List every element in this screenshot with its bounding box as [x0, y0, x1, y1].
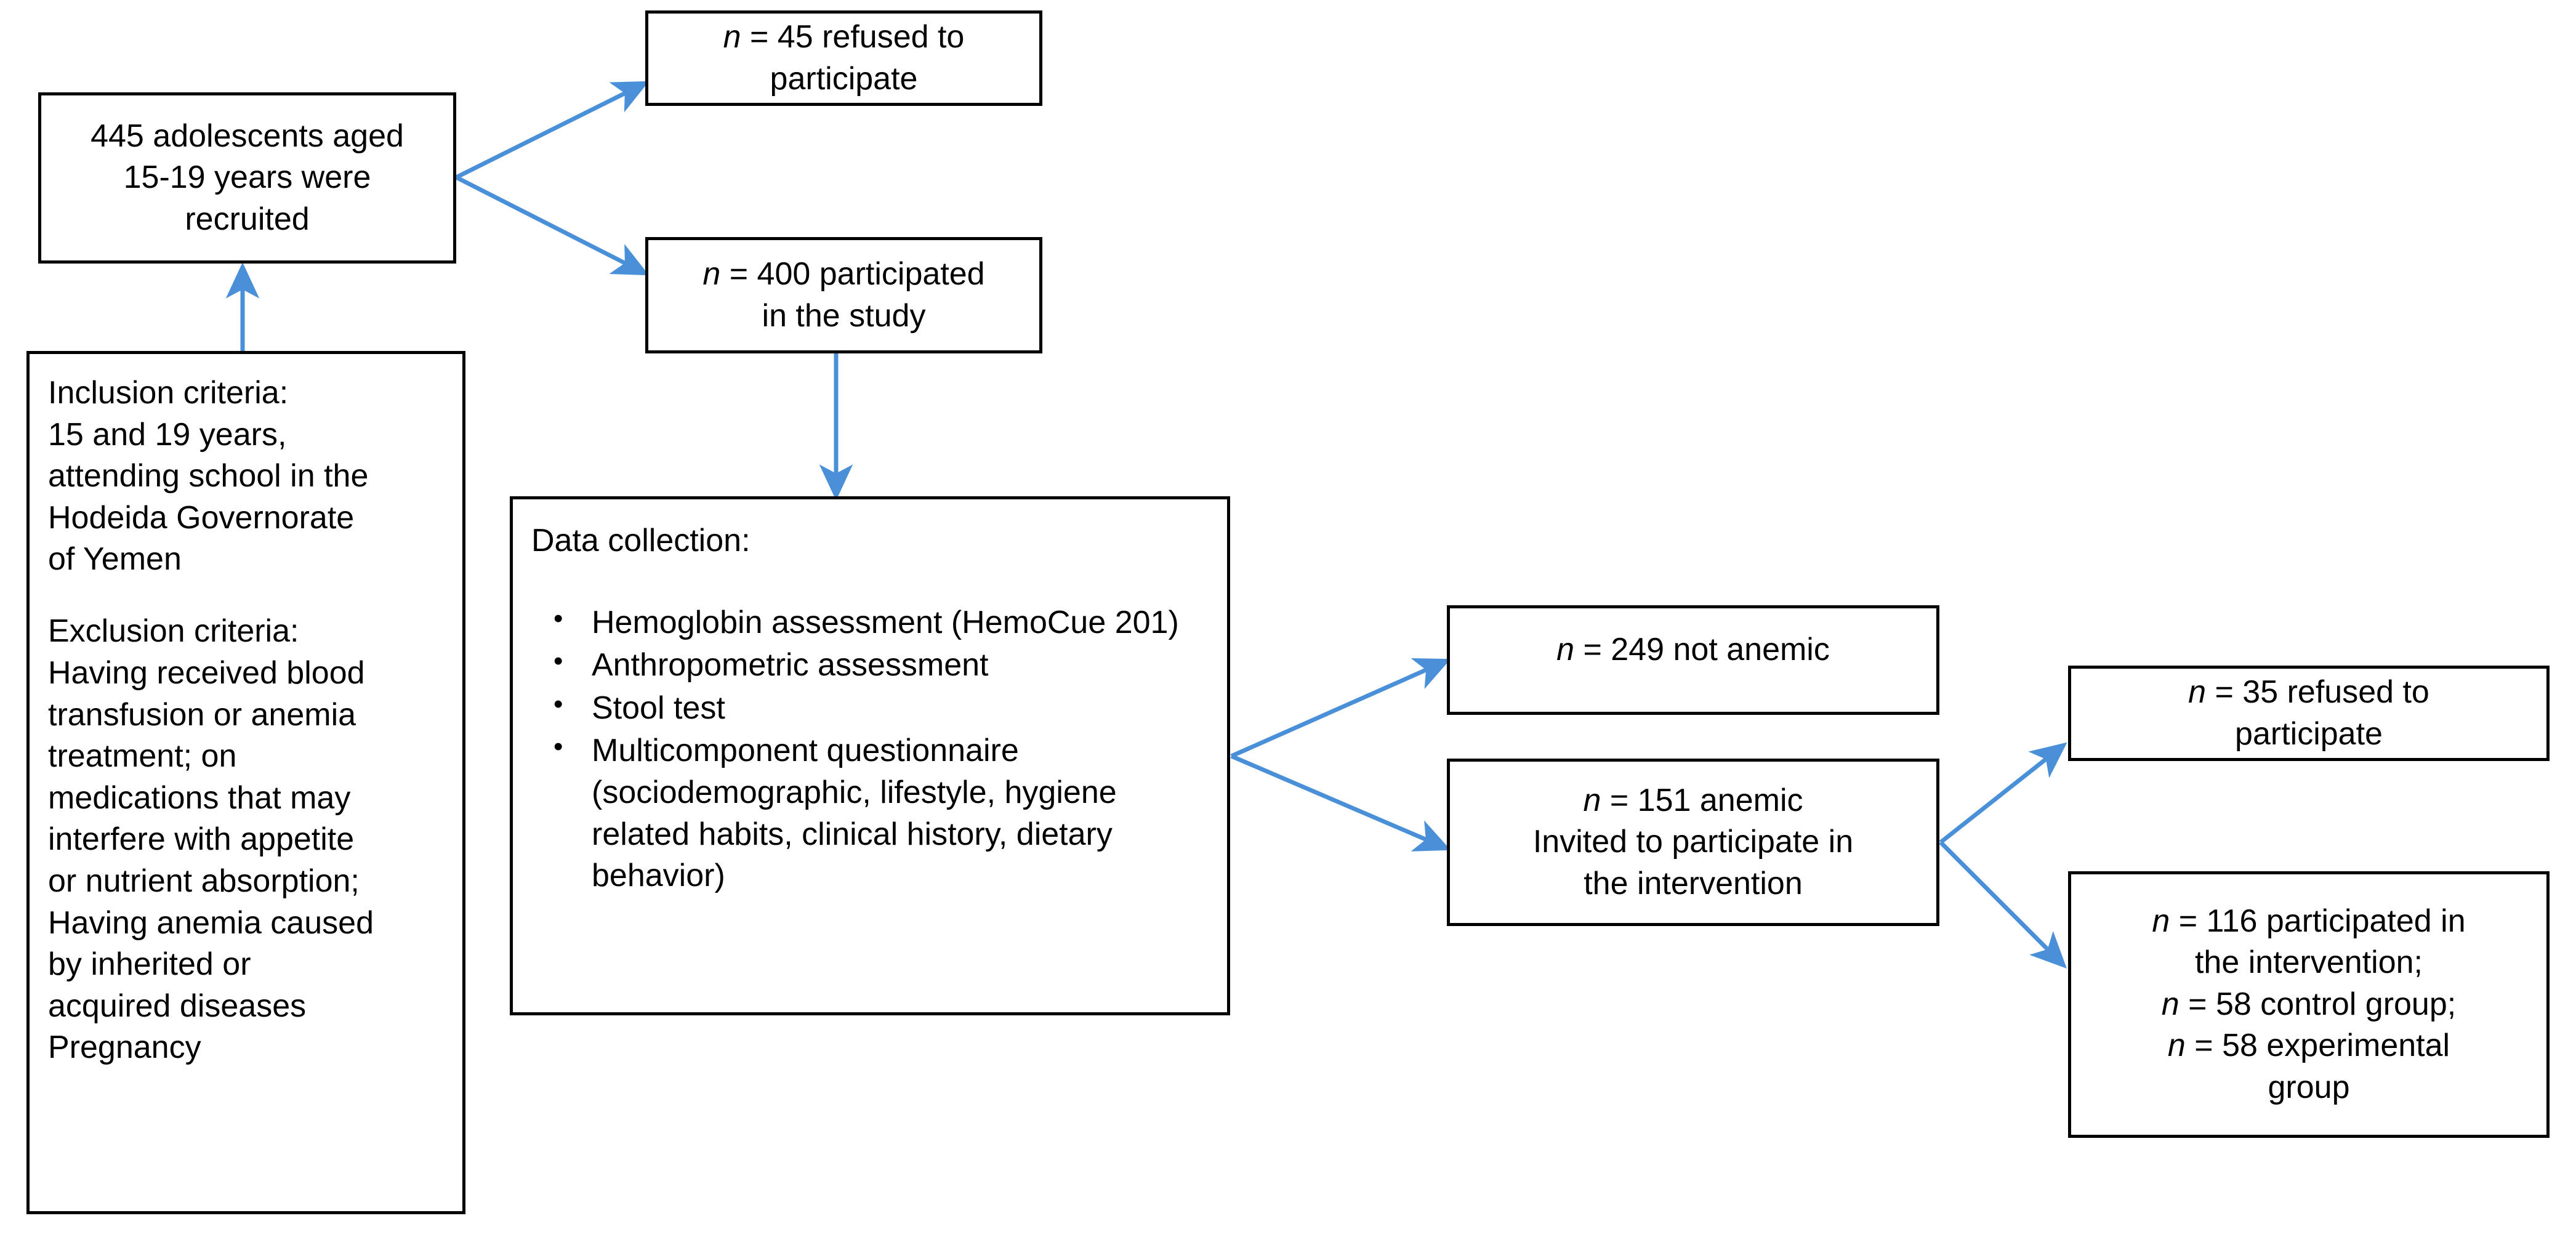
- participated-box: n = 400 participated in the study: [645, 237, 1042, 353]
- allocated-line-2: the intervention;: [2194, 945, 2423, 981]
- exclusion-criteria-header: Exclusion criteria:: [48, 613, 299, 650]
- anemic-line-1: = 151 anemic: [1601, 782, 1803, 818]
- refused-second-line-2: participate: [2235, 715, 2383, 752]
- exclusion-line-9: acquired diseases: [48, 988, 307, 1024]
- data-collection-box: Data collection: Hemoglobin assessment (…: [510, 496, 1230, 1015]
- allocated-box: n = 116 participated in the intervention…: [2068, 871, 2550, 1138]
- allocated-n-symbol-3: n: [2167, 1028, 2186, 1064]
- edge-anemic-to-refused-second: [1939, 742, 2067, 844]
- inclusion-criteria-header: Inclusion criteria:: [48, 375, 289, 411]
- exclusion-line-7: Having anemia caused: [48, 905, 374, 941]
- not-anemic-n-symbol: n: [1556, 632, 1575, 667]
- recruited-line-3: recruited: [185, 201, 310, 237]
- criteria-box: Inclusion criteria: 15 and 19 years, att…: [26, 351, 465, 1214]
- exclusion-line-2: transfusion or anemia: [48, 696, 356, 733]
- edge-recruited-to-participated: [455, 175, 650, 276]
- anemic-box: n = 151 anemic Invited to participate in…: [1447, 759, 1939, 926]
- exclusion-line-4: medications that may: [48, 780, 351, 816]
- list-item: Stool test: [531, 687, 1209, 730]
- allocated-n-symbol-1: n: [2152, 903, 2170, 939]
- data-collection-header: Data collection:: [531, 523, 751, 558]
- allocated-line-1: = 116 participated in: [2170, 903, 2466, 939]
- recruited-line-1: 445 adolescents aged: [91, 118, 404, 154]
- allocated-n-symbol-2: n: [2161, 986, 2180, 1022]
- refused-first-line-2: participate: [770, 60, 918, 97]
- inclusion-line-4: of Yemen: [48, 541, 182, 578]
- inclusion-line-1: 15 and 19 years,: [48, 416, 287, 453]
- exclusion-line-8: by inherited or: [48, 946, 251, 983]
- data-collection-spacer: [531, 571, 1209, 602]
- participated-n-symbol: n: [702, 256, 721, 292]
- allocated-line-3: = 58 control group;: [2179, 986, 2457, 1022]
- refused-first-n-symbol: n: [723, 18, 741, 55]
- participated-line-1: = 400 participated: [720, 256, 985, 292]
- inclusion-line-2: attending school in the: [48, 458, 369, 494]
- anemic-n-symbol: n: [1583, 782, 1601, 818]
- list-item: Anthropometric assessment: [531, 643, 1209, 687]
- exclusion-line-5: interfere with appetite: [48, 821, 355, 858]
- allocated-line-5: group: [2268, 1069, 2350, 1105]
- refused-second-box: n = 35 refused to participate: [2068, 666, 2550, 761]
- refused-first-line-1: = 45 refused to: [741, 18, 965, 55]
- edge-data-to-anemic: [1230, 754, 1451, 852]
- refused-second-n-symbol: n: [2188, 674, 2207, 710]
- exclusion-line-6: or nutrient absorption;: [48, 863, 360, 899]
- not-anemic-line-1: = 249 not anemic: [1574, 632, 1830, 667]
- list-item: Hemoglobin assessment (HemoCue 201): [531, 601, 1209, 644]
- data-collection-list: Hemoglobin assessment (HemoCue 201) Anth…: [531, 601, 1209, 897]
- recruited-box: 445 adolescents aged 15-19 years were re…: [38, 92, 456, 264]
- list-item: Multicomponent questionnaire (sociodemog…: [531, 729, 1209, 896]
- recruited-line-2: 15-19 years were: [123, 159, 371, 196]
- edge-anemic-to-allocated: [1939, 840, 2067, 969]
- anemic-line-2: Invited to participate in: [1532, 824, 1854, 860]
- anemic-line-3: the intervention: [1584, 865, 1803, 901]
- allocated-line-4: = 58 experimental: [2185, 1028, 2450, 1064]
- participated-line-2: in the study: [762, 297, 926, 334]
- exclusion-line-3: treatment; on: [48, 738, 237, 775]
- edge-recruited-to-refused-first: [455, 81, 650, 180]
- refused-first-box: n = 45 refused to participate: [645, 10, 1042, 106]
- exclusion-line-10: Pregnancy: [48, 1029, 201, 1066]
- edge-data-to-not-anemic: [1230, 658, 1451, 759]
- inclusion-line-3: Hodeida Governorate: [48, 499, 355, 536]
- not-anemic-box: n = 249 not anemic: [1447, 605, 1939, 715]
- criteria-spacer: [48, 581, 444, 611]
- refused-second-line-1: = 35 refused to: [2206, 674, 2429, 710]
- exclusion-line-1: Having received blood: [48, 655, 365, 691]
